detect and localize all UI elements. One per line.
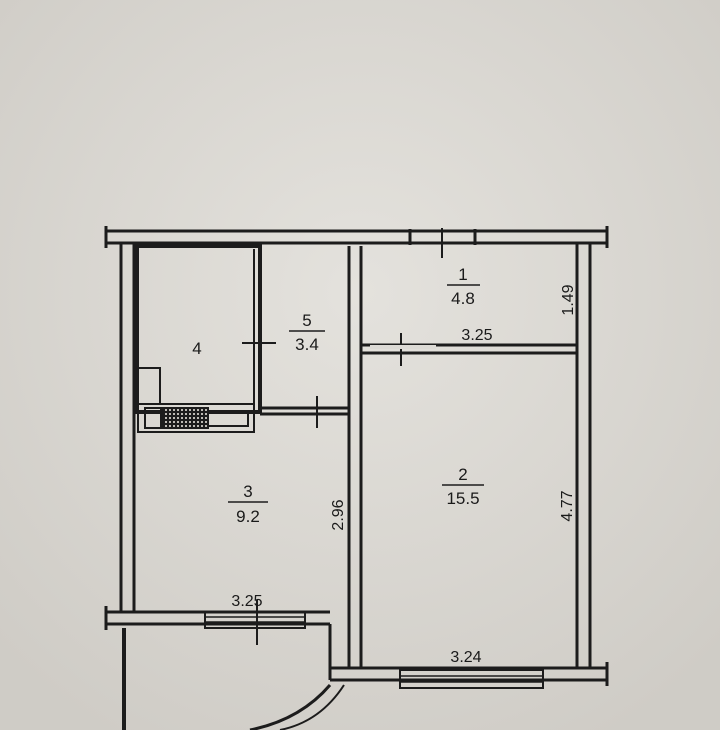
room-2-area: 15.5	[446, 489, 479, 508]
dim-room3-height: 2.96	[330, 499, 347, 530]
room-1-area: 4.8	[451, 289, 475, 308]
dimension-labels: 3.25 1.49 4.77 3.24 2.96 3.25	[231, 284, 577, 666]
room-2-number: 2	[458, 465, 467, 484]
room-3-number: 3	[243, 482, 252, 501]
room-5-number: 5	[302, 311, 311, 330]
bath-grill-2	[207, 411, 249, 427]
room-labels: 1 4.8 2 15.5 3 9.2 4 5 3.4	[192, 265, 484, 526]
dim-room2-height: 4.77	[559, 490, 576, 521]
bath-counter	[137, 403, 255, 433]
dim-room1-width: 3.25	[461, 327, 492, 344]
dim-room3-width: 3.25	[231, 593, 262, 610]
walls	[104, 226, 609, 730]
room-3-area: 9.2	[236, 507, 260, 526]
bath-counter-inner	[144, 407, 162, 429]
dim-room2-width: 3.24	[450, 649, 481, 666]
room2-window	[399, 669, 544, 689]
dim-room1-height: 1.49	[560, 284, 577, 315]
room-5-area: 3.4	[295, 335, 319, 354]
room-1-number: 1	[458, 265, 467, 284]
bath-grill	[162, 407, 209, 429]
balcony-curve-inner	[279, 684, 345, 730]
room3-window	[204, 611, 306, 629]
room-4-number: 4	[192, 339, 201, 358]
balcony-curve	[249, 684, 332, 730]
